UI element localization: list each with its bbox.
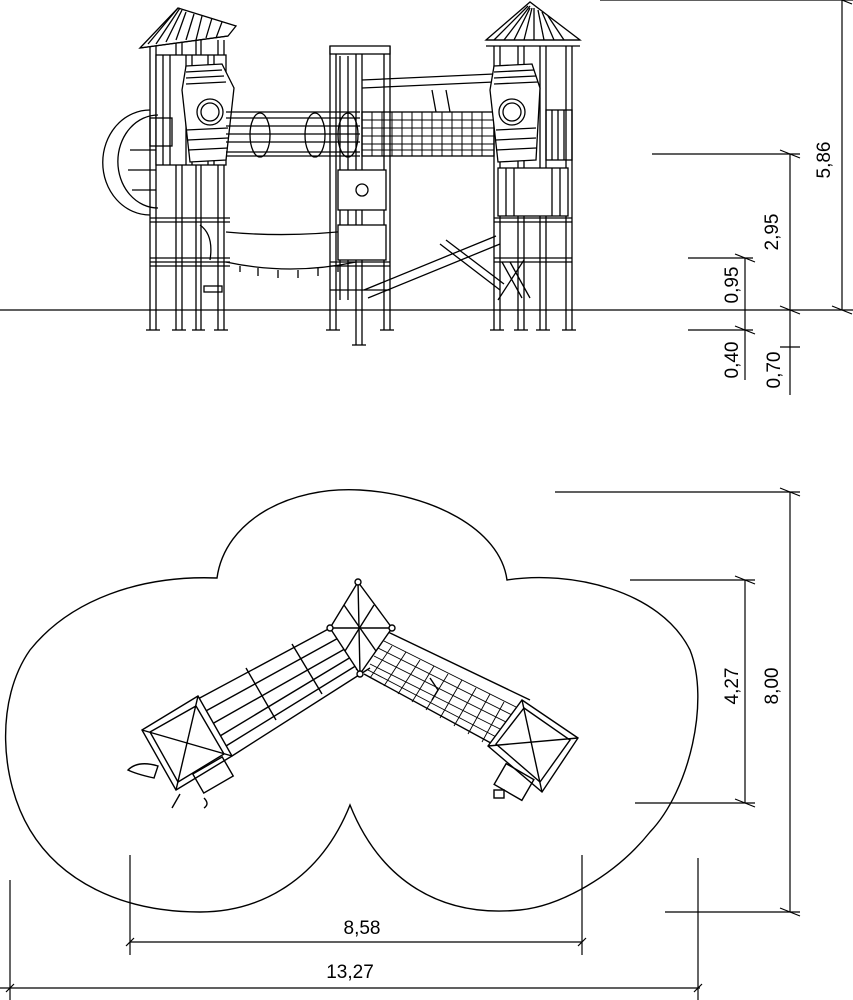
plan-left-tower — [126, 695, 235, 809]
dim-platform-height: 2,95 — [762, 214, 783, 251]
post-footings — [146, 329, 576, 346]
net-bridge — [361, 73, 505, 299]
plan-tunnel-arm — [195, 625, 371, 757]
plan-view — [4, 489, 699, 913]
plan-top-tower — [326, 578, 396, 678]
dim-safety-depth: 8,00 — [762, 668, 783, 705]
middle-tower — [329, 45, 391, 345]
plan-right-tower — [487, 699, 579, 802]
left-tower — [102, 7, 238, 330]
plan-net-arm — [355, 631, 531, 749]
dim-total-height: 5,86 — [814, 142, 835, 179]
right-tower — [484, 1, 582, 330]
safety-area-outline — [4, 489, 699, 913]
dim-safety-width: 13,27 — [326, 962, 374, 983]
dim-low-platform: 0,95 — [722, 267, 743, 304]
tunnel-bridge — [225, 111, 360, 278]
dim-footprint-depth: 4,27 — [722, 668, 743, 705]
dim-footprint-width: 8,58 — [344, 918, 381, 939]
plan-dimensions — [0, 487, 801, 1000]
elevation-dimensions — [600, 0, 853, 395]
dim-foundation-depth: 0,40 — [722, 342, 743, 379]
elevation-view — [0, 1, 853, 346]
dim-post-depth: 0,70 — [764, 352, 785, 389]
